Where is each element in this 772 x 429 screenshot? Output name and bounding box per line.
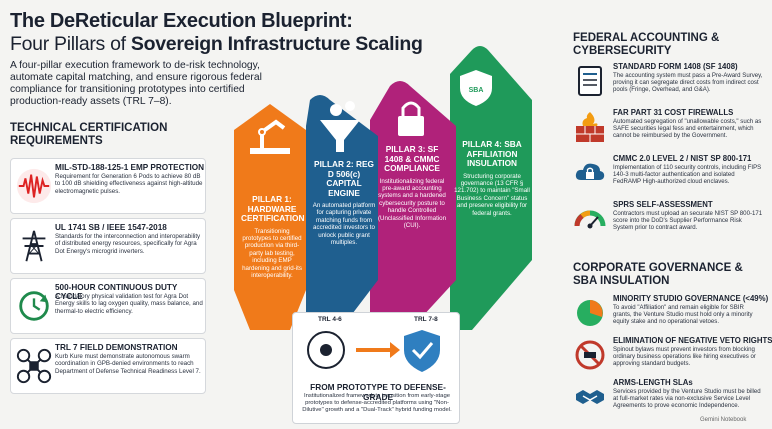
shield-check-icon bbox=[404, 330, 440, 372]
pillar-1: PILLAR 1: HARDWARE CERTIFICATION Transit… bbox=[241, 194, 305, 279]
cloud-lock-icon bbox=[575, 163, 605, 180]
page-title: The DeReticular Execution Blueprint: bbox=[10, 10, 353, 32]
item-far31: FAR PART 31 COST FIREWALLS Automated seg… bbox=[573, 108, 763, 148]
pillar-4-shape bbox=[450, 46, 532, 330]
pillar-1-shape bbox=[234, 104, 306, 330]
watermark: Gemini Notebook bbox=[700, 417, 747, 423]
cycle-clock-icon bbox=[19, 291, 49, 321]
gauge-icon bbox=[574, 210, 606, 229]
lock-icon bbox=[398, 101, 424, 136]
bottom-title: FROM PROTOTYPE TO DEFENSE-GRADE bbox=[310, 382, 446, 402]
pie-chart-icon bbox=[577, 300, 603, 326]
pillar-2-shape bbox=[306, 95, 378, 330]
svg-text:SBA: SBA bbox=[469, 87, 484, 94]
federal-accounting-heading: FEDERAL ACCOUNTING & CYBERSECURITY bbox=[573, 32, 720, 57]
pillar-3-shape bbox=[370, 81, 456, 330]
card-trl7-demo: TRL 7 FIELD DEMONSTRATION Kurb Kure must… bbox=[10, 338, 206, 394]
item-sf1408: STANDARD FORM 1408 (SF 1408) The account… bbox=[573, 62, 763, 102]
waveform-icon bbox=[16, 168, 52, 204]
form-document-icon bbox=[578, 66, 602, 96]
page-subtitle: Four Pillars of Sovereign Infrastructure… bbox=[10, 33, 423, 55]
corporate-governance-heading: CORPORATE GOVERNANCE & SBA INSULATION bbox=[573, 262, 743, 287]
card-duty-cycle: 500-HOUR CONTINUOUS DUTY CYCLE A mandato… bbox=[10, 278, 206, 334]
item-cmmc: CMMC 2.0 LEVEL 2 / NIST SP 800-171 Imple… bbox=[573, 154, 763, 194]
technical-certification-heading: TECHNICAL CERTIFICATION REQUIREMENTS bbox=[10, 122, 168, 147]
pillars-graphic: SBA bbox=[234, 46, 532, 330]
no-veto-icon bbox=[575, 340, 605, 370]
pillar-2: PILLAR 2: REG D 506(c) CAPITAL ENGINE An… bbox=[312, 159, 376, 247]
funnel-icon bbox=[320, 101, 360, 152]
firewall-icon bbox=[576, 112, 604, 142]
item-sprs: SPRS SELF-ASSESSMENT Contractors must up… bbox=[573, 200, 763, 240]
trl-right-label: TRL 7-8 bbox=[414, 316, 438, 323]
drone-icon bbox=[16, 348, 52, 384]
trl-left-label: TRL 4-6 bbox=[318, 316, 342, 323]
intro-text: A four-pillar execution framework to de-… bbox=[10, 60, 262, 107]
item-minority-governance: MINORITY STUDIO GOVERNANCE (<49%) To avo… bbox=[573, 294, 768, 334]
pillar-4: PILLAR 4: SBA AFFILIATION INSULATION Str… bbox=[454, 139, 530, 217]
handshake-icon bbox=[576, 390, 604, 404]
card-emp-protection: MIL-STD-188-125-1 EMP PROTECTION Require… bbox=[10, 158, 206, 214]
item-arms-length: ARMS-LENGTH SLAs Services provided by th… bbox=[573, 378, 763, 418]
trl-transition-graphic bbox=[307, 330, 440, 372]
bottom-desc: Institutionalized framework to transitio… bbox=[302, 393, 452, 413]
card-ul-1741: UL 1741 SB / IEEE 1547-2018 Standards fo… bbox=[10, 218, 206, 274]
gear-icon bbox=[307, 331, 345, 369]
prototype-to-defense-box bbox=[292, 312, 460, 424]
item-no-veto: ELIMINATION OF NEGATIVE VETO RIGHTS Spin… bbox=[573, 336, 772, 376]
robot-arm-icon bbox=[250, 119, 290, 154]
pillar-3: PILLAR 3: SF 1408 & CMMC COMPLIANCE Inst… bbox=[377, 144, 447, 229]
shield-icon: SBA bbox=[460, 70, 492, 106]
power-tower-icon bbox=[22, 230, 46, 262]
